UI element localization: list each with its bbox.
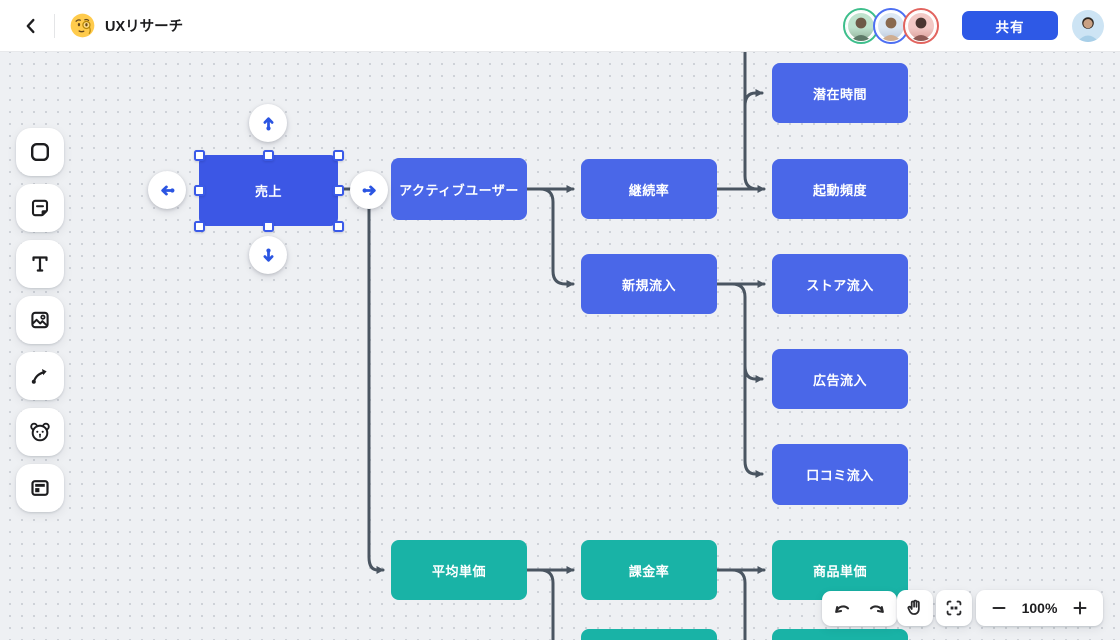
node-label: アクティブユーザー: [399, 182, 519, 198]
add-node-up-button[interactable]: [249, 104, 287, 142]
fit-to-screen-button[interactable]: [936, 590, 972, 626]
bear-sticker-icon: [30, 422, 50, 442]
edge-active-users-to-shinki-ryunyu[interactable]: [525, 187, 575, 288]
arrow-right-icon: [362, 185, 376, 195]
person-photo: [911, 17, 931, 41]
selection-handle[interactable]: [262, 149, 274, 161]
add-node-left-button[interactable]: [148, 171, 186, 209]
image-tool-button[interactable]: [16, 296, 64, 344]
connector-tool-button[interactable]: [16, 352, 64, 400]
edge-shinki-ryunyu-to-koukoku-ryunyu[interactable]: [743, 360, 764, 383]
sticky-note-icon: [31, 199, 49, 217]
node-kuchikomi-ryunyu[interactable]: 口コミ流入: [772, 444, 908, 505]
person-photo: [851, 17, 871, 41]
node-store-ryunyu[interactable]: ストア流入: [772, 254, 908, 314]
redo-icon: [869, 604, 884, 613]
hand-icon: [907, 599, 920, 615]
undo-button[interactable]: [826, 594, 859, 623]
history-controls: [822, 591, 897, 626]
arrow-up-icon: [263, 116, 273, 130]
text-tool-button[interactable]: [16, 240, 64, 288]
selection-handle[interactable]: [193, 149, 205, 161]
plus-icon: [1073, 601, 1087, 615]
node-label: 売上: [254, 184, 282, 199]
chevron-left-icon: [26, 18, 35, 33]
node-label: 口コミ流入: [806, 468, 874, 483]
add-node-right-button[interactable]: [350, 171, 388, 209]
node-kakin-ritsu[interactable]: 課金率: [581, 540, 717, 600]
sticker-tool-button[interactable]: [16, 408, 64, 456]
redo-button[interactable]: [861, 594, 894, 623]
current-user-avatar[interactable]: [1072, 9, 1104, 42]
collaborator-avatar-3[interactable]: [903, 7, 939, 44]
zoom-in-button[interactable]: [1069, 594, 1091, 622]
connector-layer: [336, 52, 766, 640]
sticky-note-tool-button[interactable]: [16, 184, 64, 232]
frame-tool-button[interactable]: [16, 464, 64, 512]
node-shouhin-tanka[interactable]: 商品単価: [772, 540, 908, 600]
node-label: 商品単価: [812, 563, 867, 579]
add-node-down-button[interactable]: [249, 236, 287, 274]
tool-palette: [16, 128, 64, 512]
header-divider: [54, 13, 55, 38]
person-photo: [881, 17, 901, 41]
fit-to-screen-icon: [946, 600, 962, 616]
node-shinki-ryunyu[interactable]: 新規流入: [581, 254, 717, 314]
node-label: ストア流入: [806, 277, 874, 293]
image-icon: [31, 311, 49, 329]
undo-icon: [835, 604, 850, 613]
selection-handle[interactable]: [193, 184, 205, 196]
node-heikin-tanka[interactable]: 平均単価: [391, 540, 527, 600]
selection-handle[interactable]: [262, 220, 274, 232]
selection-handle[interactable]: [332, 184, 344, 196]
collaborator-avatars: [843, 7, 939, 44]
edge-uriage-to-heikin-tanka[interactable]: [367, 187, 385, 574]
minus-icon: [992, 607, 1006, 609]
shape-icon: [30, 142, 50, 162]
text-icon: [32, 256, 48, 272]
node-clipped-node-1[interactable]: [581, 629, 717, 640]
edge-keizokuritsu-to-senzai-jikan[interactable]: [743, 89, 764, 118]
whiteboard-canvas[interactable]: 売上 アクティブユーザー 継続率 潜在時間起動頻度新規流入 ストア流入広告流入口コミ流入…: [0, 52, 1120, 640]
selection-handle[interactable]: [332, 220, 344, 232]
node-label: 平均単価: [431, 563, 486, 579]
person-photo: [1077, 16, 1099, 42]
node-label: 課金率: [628, 563, 670, 579]
node-label: 起動頻度: [812, 182, 867, 198]
node-active-users[interactable]: アクティブユーザー: [391, 158, 527, 220]
board-title[interactable]: UXリサーチ: [105, 19, 184, 35]
arrow-left-icon: [160, 185, 174, 195]
selection-handle[interactable]: [332, 149, 344, 161]
node-senzai-jikan[interactable]: 潜在時間: [772, 63, 908, 123]
zoom-out-button[interactable]: [988, 594, 1010, 622]
node-keizokuritsu[interactable]: 継続率: [581, 159, 717, 219]
arrow-down-icon: [263, 248, 273, 262]
node-label: 新規流入: [621, 277, 676, 293]
monocle-face-emoji-icon: [70, 13, 95, 38]
zoom-level[interactable]: 100%: [1021, 600, 1058, 616]
connector-icon: [31, 369, 47, 384]
edge-heikin-tanka-to-offscreen-bottom-1[interactable]: [525, 568, 555, 640]
edge-keizokuritsu-to-offscreen-top[interactable]: [743, 52, 760, 191]
edge-shinki-ryunyu-to-kuchikomi-ryunyu[interactable]: [715, 282, 764, 478]
node-uriage[interactable]: 売上: [199, 155, 338, 226]
node-kidou-hindo[interactable]: 起動頻度: [772, 159, 908, 219]
node-label: 潜在時間: [812, 86, 867, 102]
collaborator-avatar-2[interactable]: [873, 7, 909, 44]
node-label: 継続率: [628, 182, 670, 198]
zoom-controls: 100%: [976, 590, 1103, 626]
collaborator-avatar-1[interactable]: [843, 7, 879, 44]
node-koukoku-ryunyu[interactable]: 広告流入: [772, 349, 908, 409]
back-button[interactable]: [16, 11, 46, 41]
edge-kakin-ritsu-to-offscreen-bottom-2[interactable]: [715, 568, 747, 640]
frame-icon: [31, 480, 49, 496]
app-header: UXリサーチ: [0, 0, 1120, 52]
node-clipped-node-2[interactable]: [772, 629, 908, 640]
selection-handle[interactable]: [193, 220, 205, 232]
pan-hand-button[interactable]: [897, 590, 933, 626]
node-label: 広告流入: [812, 372, 867, 388]
shape-tool-button[interactable]: [16, 128, 64, 176]
share-button[interactable]: 共有: [962, 11, 1058, 40]
